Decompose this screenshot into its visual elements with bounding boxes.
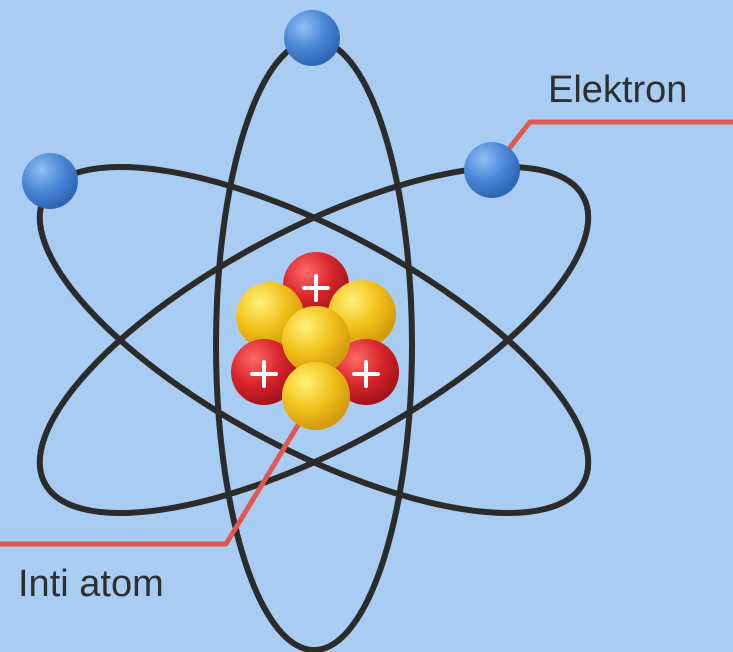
- nucleus: [231, 252, 399, 430]
- electron-label: Elektron: [548, 69, 687, 111]
- proton: [333, 339, 399, 405]
- neutron: [282, 306, 350, 374]
- nucleus-pointer-line: [0, 400, 315, 547]
- nucleus-label: Inti atom: [18, 563, 164, 605]
- electron: [284, 10, 340, 66]
- electron: [464, 142, 520, 198]
- proton: [231, 339, 297, 405]
- neutron: [282, 362, 350, 430]
- electron: [22, 153, 78, 209]
- orbit-diagonal-right: [36, 163, 592, 517]
- electron-pointer-line: [490, 119, 733, 172]
